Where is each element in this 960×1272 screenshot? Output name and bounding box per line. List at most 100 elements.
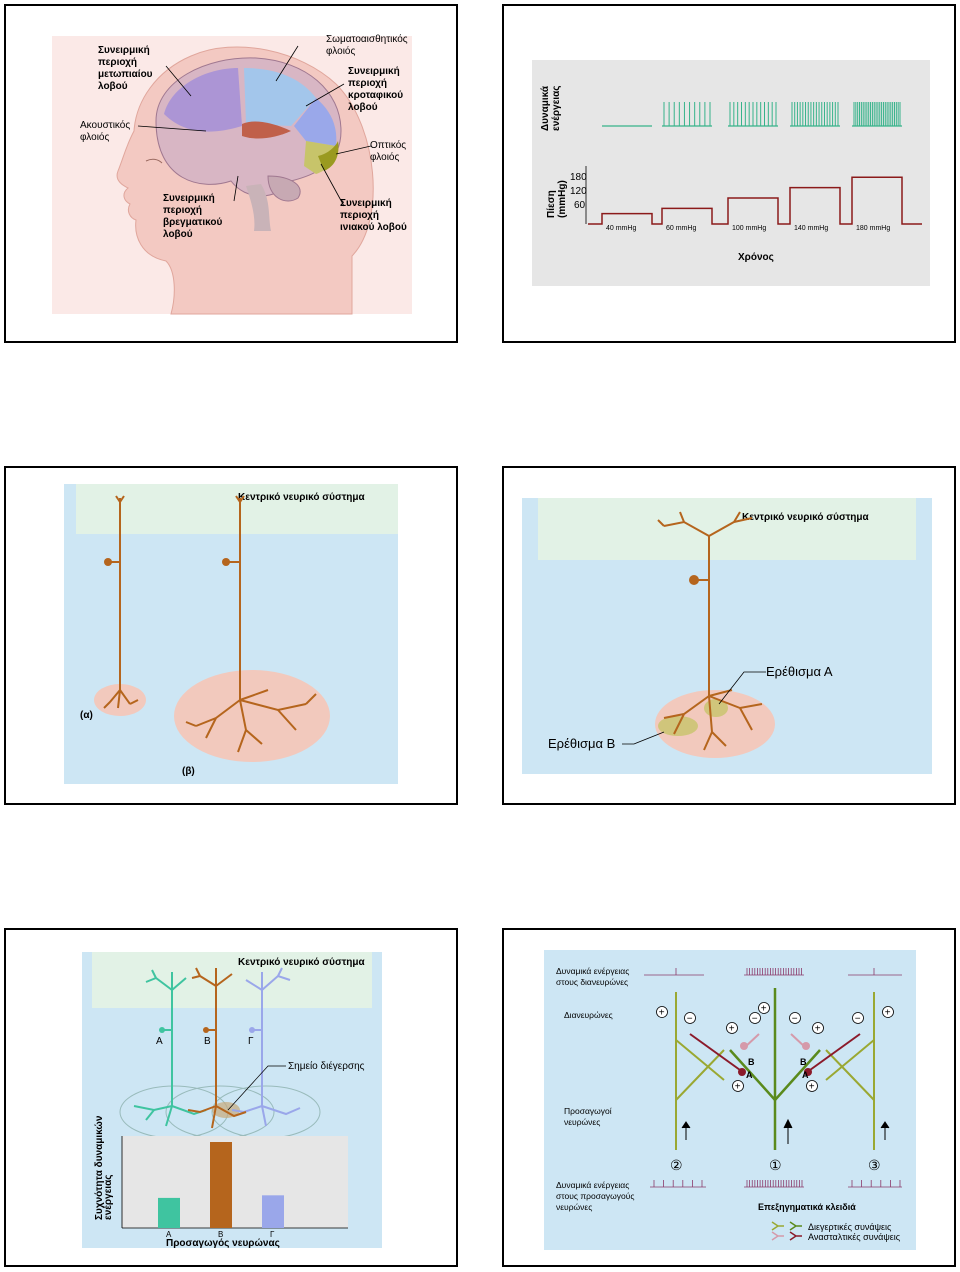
label-occipital-assoc: Συνειρμική περιοχή ινιακού λοβού xyxy=(340,198,407,233)
sign-circle-5 xyxy=(726,1022,738,1034)
sign-circle-0 xyxy=(656,1006,668,1018)
neuron-label-a: Α xyxy=(156,1036,163,1047)
label-a: (α) xyxy=(80,710,93,721)
pressure-label-2: 100 mmHg xyxy=(732,225,766,232)
ylabel-action-potentials: Δυναμικά ενέργειας xyxy=(540,83,562,131)
somatosensory-area xyxy=(244,68,316,126)
stimulus-b-label: Ερέθισμα Β xyxy=(548,736,615,751)
ylabel-pressure: Πίεση (mmHg) xyxy=(546,180,568,218)
bar-label-2: Γ xyxy=(270,1230,275,1239)
neuron-label-b: Β xyxy=(204,1036,211,1047)
sign-circle-8 xyxy=(852,1012,864,1024)
bar-0 xyxy=(158,1197,180,1228)
key-excitatory: Διεγερτικές συνάψεις xyxy=(808,1222,892,1232)
slide-pressure-spikes: Δυναμικά ενέργειας Πίεση (mmHg) 180 120 … xyxy=(502,4,956,343)
key-inhibitory: Ανασταλτικές συνάψεις xyxy=(808,1232,901,1242)
auditory-area xyxy=(242,121,291,139)
neuron-c-soma xyxy=(249,1027,255,1033)
slide-lateral-inhibition: Δυναμικά ενέργειας στους διανευρώνες Δια… xyxy=(502,928,956,1267)
stimulus-point xyxy=(212,1102,240,1118)
key-title: Επεξηγηματικά κλειδιά xyxy=(758,1202,856,1212)
receptive-field-small xyxy=(94,684,146,716)
cerebellum xyxy=(267,175,301,202)
inhibitory-soma-left xyxy=(738,1068,746,1076)
lateral-inhibition-diagram: Δυναμικά ενέργειας στους διανευρώνες Δια… xyxy=(544,950,916,1250)
sign-9: + xyxy=(735,1082,741,1093)
synapse-signs: +−+−−+++−++ xyxy=(656,1002,894,1093)
neuron xyxy=(657,511,763,751)
sign-circle-1 xyxy=(684,1012,696,1024)
neuron-a xyxy=(133,969,207,1127)
brain-diagram: Συνειρμική περιοχή μετωπιαίου λοβού Ακου… xyxy=(52,33,412,315)
label-somatosensory-cortex: Σωματοαισθητικός φλοιός xyxy=(326,33,410,57)
sign-circle-7 xyxy=(882,1006,894,1018)
sign-6: + xyxy=(815,1024,821,1035)
letter-a-left: Α xyxy=(746,1070,753,1080)
cns-band xyxy=(92,952,372,1008)
pressure-line xyxy=(588,176,922,225)
input-number-3: ③ xyxy=(868,1157,881,1173)
bar-2 xyxy=(262,1195,284,1228)
slide-receptive-fields: Κεντρικό νευρικό σύστημα (α) (β) xyxy=(4,466,458,805)
inhibitory-lines xyxy=(689,1033,861,1071)
leader-a xyxy=(718,671,766,705)
label-visual-cortex: Οπτικός φλοιός xyxy=(370,139,409,163)
receptive-field-large xyxy=(174,670,330,762)
sign-circle-9 xyxy=(732,1080,744,1092)
neuron-a xyxy=(103,495,139,709)
overlap-diagram: Κεντρικό νευρικό σύστημα Α Β Γ Σημείο δι… xyxy=(82,952,382,1249)
center-pathway xyxy=(729,988,821,1150)
neuron-label-c: Γ xyxy=(248,1036,254,1047)
chart-background xyxy=(532,60,930,286)
xlabel-time: Χρόνος xyxy=(738,252,774,263)
cns-title: Κεντρικό νευρικό σύστημα xyxy=(742,512,870,523)
leader-lines xyxy=(137,45,372,207)
sign-circle-4 xyxy=(789,1012,801,1024)
letter-b-right: Β xyxy=(800,1057,807,1067)
inhibitory-soma-right xyxy=(804,1068,812,1076)
interneuron-lines xyxy=(675,992,875,1150)
pressure-chart: Δυναμικά ενέργειας Πίεση (mmHg) 180 120 … xyxy=(532,60,930,286)
sign-10: + xyxy=(809,1082,815,1093)
neuron-b-soma xyxy=(222,558,230,566)
sign-3: − xyxy=(752,1014,758,1025)
afferent-label: Προσαγωγοί νευρώνες xyxy=(564,1106,614,1127)
bar-ylabel: Συχνότητα δυναμικών ενέργειας xyxy=(94,1113,114,1220)
sign-0: + xyxy=(659,1008,665,1019)
pressure-label-1: 60 mmHg xyxy=(666,225,696,232)
inhibitory-soma-right-light xyxy=(802,1042,810,1050)
label-frontal-assoc: Συνειρμική περιοχή μετωπιαίου λοβού xyxy=(98,45,155,92)
pressure-series xyxy=(588,176,922,225)
bar-chart-bg xyxy=(122,1136,348,1228)
slide-stimuli: Κεντρικό νευρικό σύστημα Ερέθισμα Α Ερέθ… xyxy=(502,466,956,805)
sign-circle-6 xyxy=(812,1022,824,1034)
neuron-b-soma xyxy=(203,1027,209,1033)
label-b: (β) xyxy=(182,766,195,777)
cns-band xyxy=(76,484,398,534)
background xyxy=(544,950,916,1250)
pressure-label-0: 40 mmHg xyxy=(606,225,636,232)
leader-b xyxy=(622,731,665,745)
bottom-label: Δυναμικά ενέργειας στους προσαγωγούς νευ… xyxy=(556,1180,637,1212)
temporal-assoc-area xyxy=(294,98,337,146)
interneuron-label: Διανευρώνες xyxy=(564,1010,613,1020)
sign-8: − xyxy=(855,1014,861,1025)
neuron-a-soma xyxy=(104,558,112,566)
top-center-spikes xyxy=(746,968,803,975)
top-label: Δυναμικά ενέργειας στους διανευρώνες xyxy=(556,966,632,987)
pressure-label-4: 180 mmHg xyxy=(856,225,890,232)
label-auditory-cortex: Ακουστικός φλοιός xyxy=(80,119,133,143)
cns-title: Κεντρικό νευρικό σύστημα xyxy=(238,957,366,968)
receptive-field-diagram: Κεντρικό νευρικό σύστημα (α) (β) xyxy=(64,484,398,784)
cns-band xyxy=(538,498,916,560)
brainstem xyxy=(246,184,271,231)
sign-1: − xyxy=(687,1014,693,1025)
sign-7: + xyxy=(885,1008,891,1019)
neuron-a-soma xyxy=(159,1027,165,1033)
cns-title: Κεντρικό νευρικό σύστημα xyxy=(238,492,366,503)
key-symbols xyxy=(771,1221,802,1241)
bottom-spikes xyxy=(653,1180,901,1187)
sign-circle-2 xyxy=(758,1002,770,1014)
